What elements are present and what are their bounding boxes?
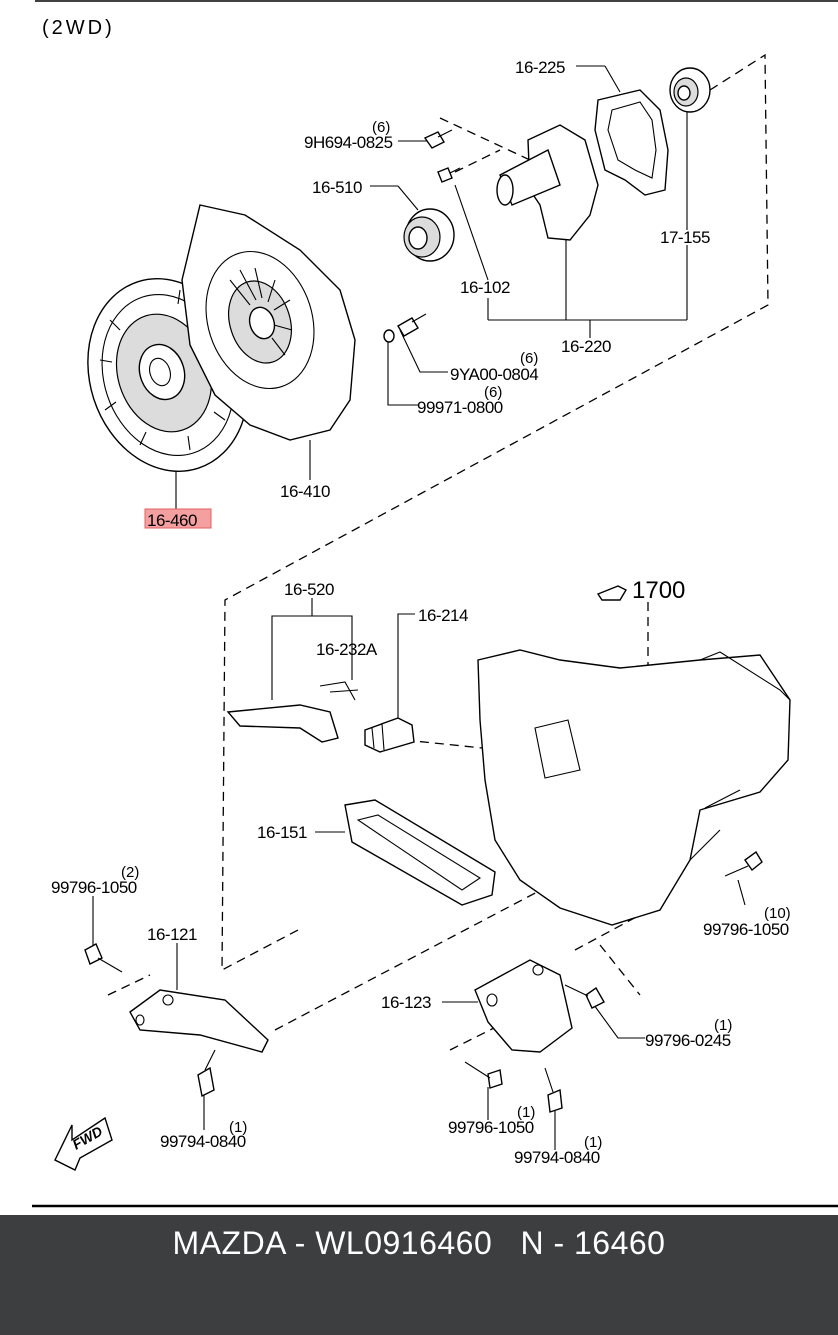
oil-seal [669,67,711,113]
part-qty: (1) [584,1134,602,1151]
footer-part-number: MAZDA - WL0916460 N - 16460 [172,1225,666,1261]
part-qty: (1) [229,1119,247,1136]
bolt-bracket-bottom [464,1061,503,1089]
reference-label: 1700 [632,577,685,604]
boot [364,717,415,753]
part-label: 16-123 [381,993,431,1012]
part-label: 9H694-0825 [304,133,393,152]
part-label: 16-520 [284,580,334,599]
mount-bracket-left [129,989,269,1053]
part-label: 9YA00-0804 [450,365,538,384]
footer-bar: MAZDA - WL0916460 N - 16460 [0,1215,838,1335]
reference-hand-icon [596,585,627,601]
part-label: 99796-1050 [51,878,137,897]
release-bearing [403,208,455,262]
fwd-arrow-icon: FWD [54,1116,113,1171]
part-label: 16-220 [561,337,611,356]
front-cover [496,124,599,241]
clutch-disc [87,278,249,472]
bolt-mount-bottom-left [197,1049,216,1098]
part-label: 99796-1050 [703,920,789,939]
part-qty: (2) [121,864,139,881]
part-label: 16-121 [147,925,197,944]
part-qty: (6) [484,384,502,401]
part-label: 99796-0245 [645,1031,731,1050]
bolt-case [724,850,763,877]
bolt-small [437,167,461,183]
release-fork [226,681,359,743]
gasket [594,89,669,196]
under-cover [344,799,496,906]
part-label: 99796-1050 [448,1118,534,1137]
bolt-9h694 [423,129,453,149]
mount-bracket-right [474,959,573,1053]
leader-lines [92,65,746,1150]
part-label: 16-232A [316,640,378,659]
part-qty: (6) [372,119,390,136]
part-qty: (1) [517,1104,535,1121]
bolt-9ya00 [383,313,427,343]
part-label: 17-155 [660,228,710,247]
part-qty: (6) [520,350,538,367]
part-qty: (10) [764,905,791,922]
part-label: 99971-0800 [417,398,503,417]
part-label: 16-410 [280,482,330,501]
diagram-header: (2WD) [42,17,115,39]
bolt-bracket-bottom-right [544,1067,563,1113]
part-label: 16-102 [460,278,510,297]
part-label: 16-214 [418,606,468,625]
part-qty: (1) [714,1017,732,1034]
part-label: 16-225 [515,58,565,77]
part-label-highlighted: 16-460 [147,511,197,530]
bolt-mount-left [84,943,123,973]
part-label: 16-151 [257,823,307,842]
exploded-parts-diagram: (2WD) [32,0,838,1208]
part-labels: 16-225 (6) 9H694-0825 16-510 17-155 16-1… [51,58,791,1167]
highlight-box [144,508,212,529]
transmission-case [477,649,791,926]
part-label: 16-510 [312,178,362,197]
dashed-boundaries [107,53,769,1051]
part-label: 99794-0840 [514,1148,600,1167]
clutch-cover [181,204,356,441]
bolt-bracket-right [564,984,605,1009]
part-label: 99794-0840 [160,1132,246,1151]
